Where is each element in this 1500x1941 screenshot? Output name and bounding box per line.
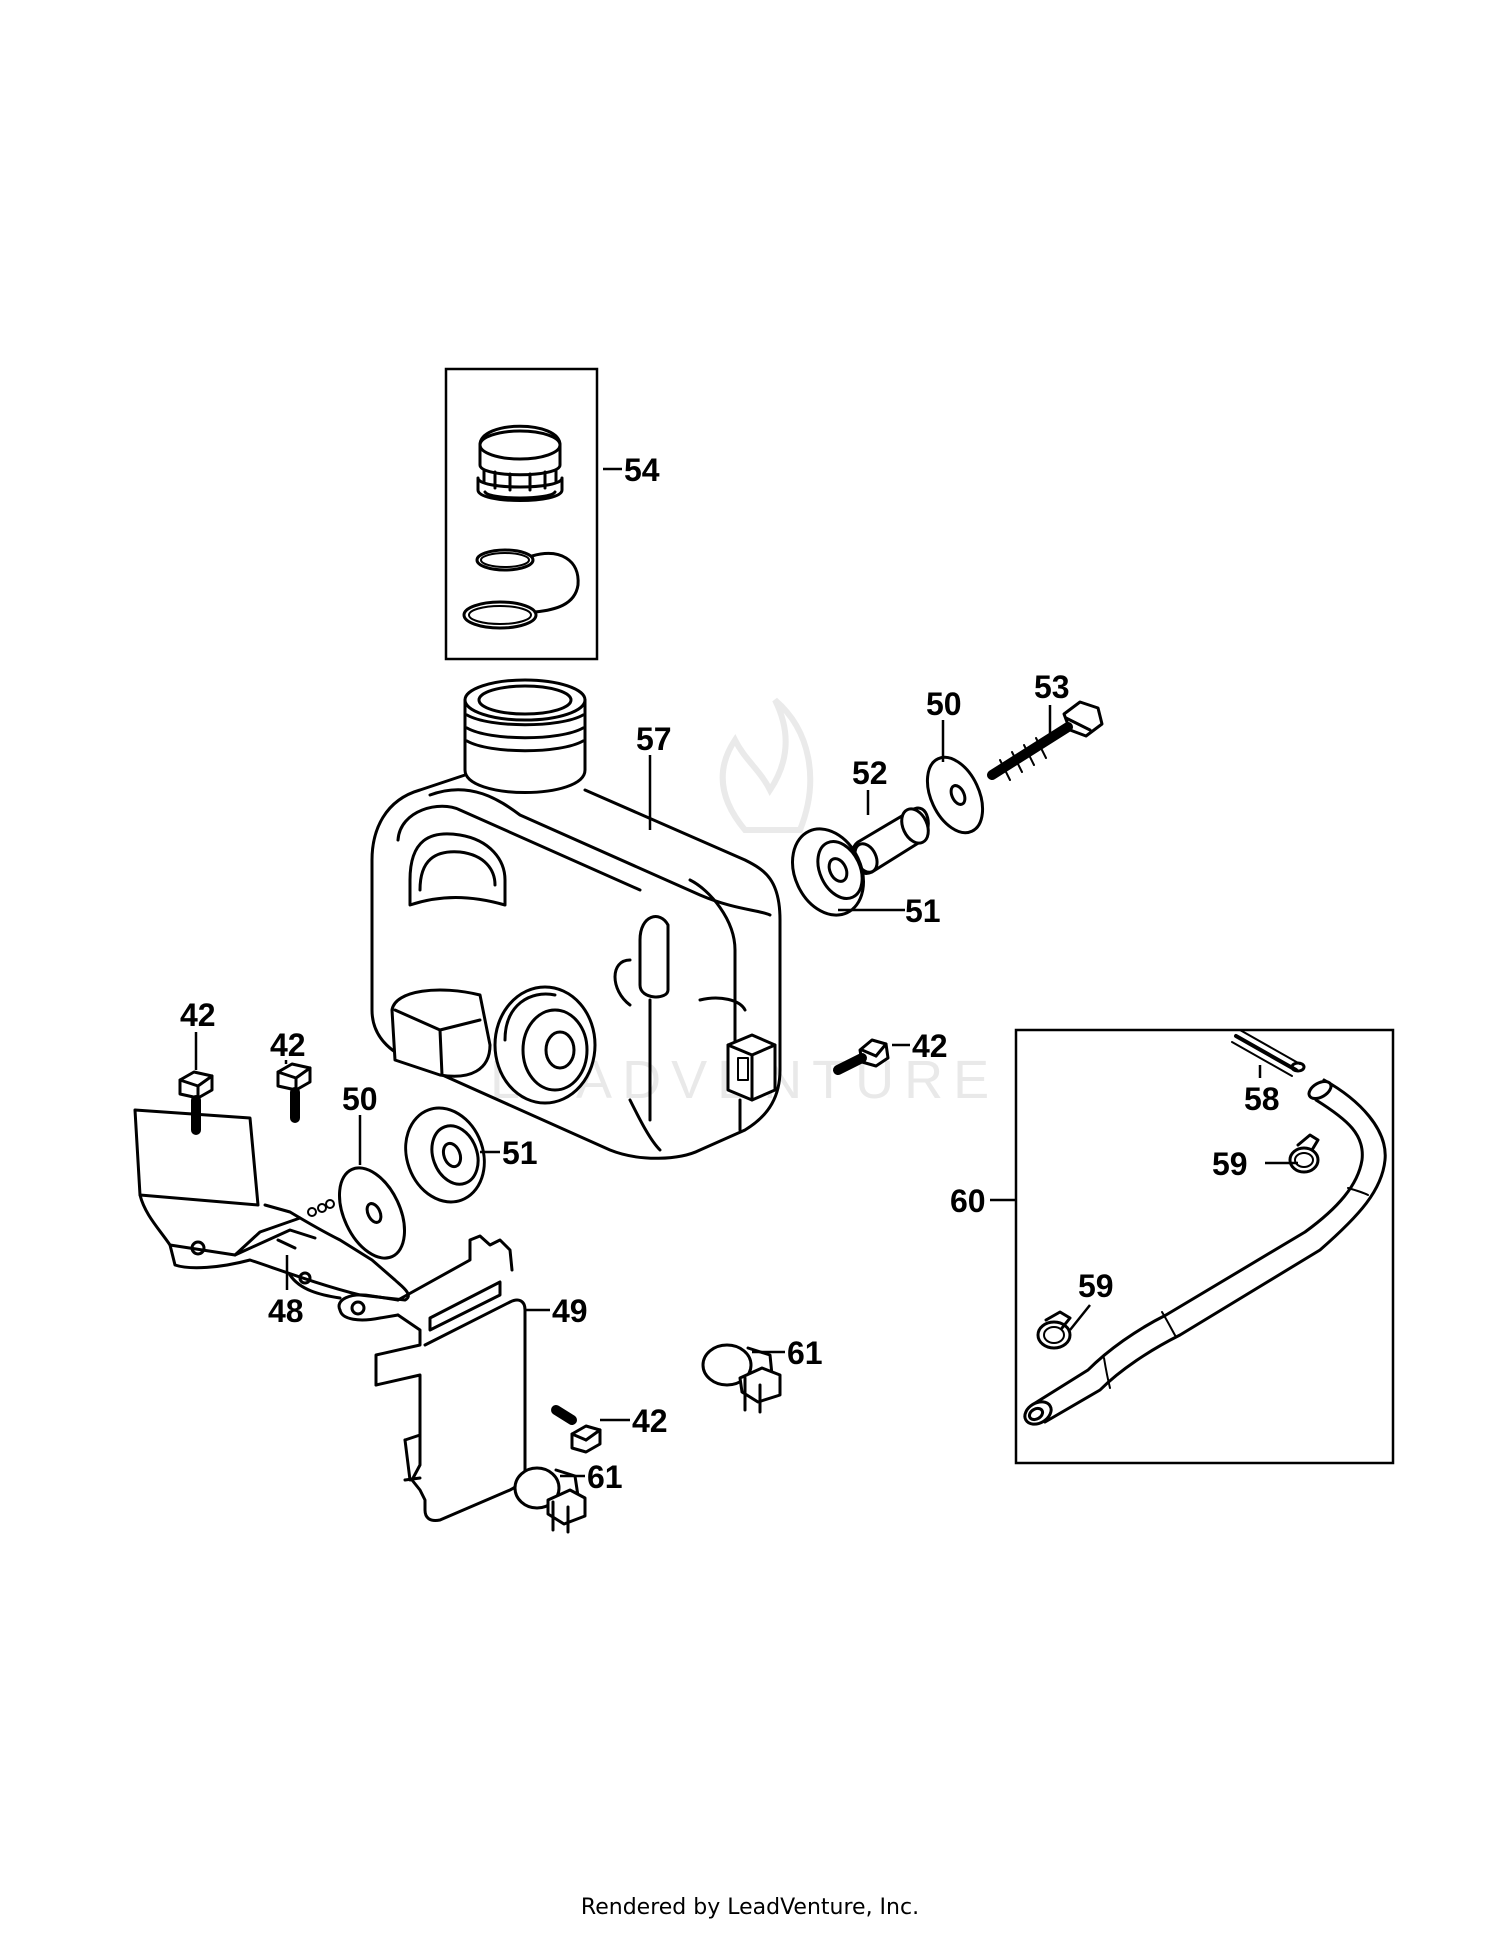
callout-labels: 54 57 53 50 52 51 42 42 42 50 51 48 49 6…: [180, 452, 1280, 1495]
callout-42-middle-left: 42: [270, 1027, 306, 1063]
part-60-kit-box: [1014, 1028, 1395, 1465]
footer-credit: Rendered by LeadVenture, Inc.: [580, 1895, 920, 1920]
hose-clamp-59-upper[interactable]: [1288, 1133, 1320, 1174]
clamp-61-upper[interactable]: [701, 1343, 782, 1414]
fuel-tank[interactable]: [370, 678, 782, 1160]
fuel-cap[interactable]: [476, 424, 564, 502]
callout-59-lower: 59: [1078, 1268, 1114, 1304]
bracket-48[interactable]: [133, 1108, 410, 1302]
callout-58: 58: [1244, 1081, 1280, 1117]
bolt-53[interactable]: [987, 700, 1104, 781]
screw-42-right[interactable]: [833, 1038, 890, 1075]
grommet-51-left[interactable]: [393, 1097, 497, 1213]
callout-42-right: 42: [912, 1028, 948, 1064]
callout-60: 60: [950, 1183, 986, 1219]
callout-61-upper: 61: [787, 1335, 823, 1371]
callout-57: 57: [636, 721, 672, 757]
callout-53: 53: [1034, 669, 1070, 705]
pin-58[interactable]: [1231, 1029, 1306, 1077]
callout-59-upper: 59: [1212, 1146, 1248, 1182]
callout-51-right: 51: [905, 893, 941, 929]
hose-clamp-59-lower[interactable]: [1036, 1310, 1072, 1350]
callout-42-bottom: 42: [632, 1403, 668, 1439]
cap-gaskets[interactable]: [462, 548, 580, 630]
callout-42-top-left: 42: [180, 997, 216, 1033]
callout-49: 49: [552, 1293, 588, 1329]
callout-50-right: 50: [926, 686, 962, 722]
spacer-sleeve-52[interactable]: [850, 805, 934, 876]
clamp-61-lower[interactable]: [513, 1466, 587, 1534]
callout-50-left: 50: [342, 1081, 378, 1117]
screw-42-top-left[interactable]: [178, 1070, 214, 1135]
screw-42-bottom[interactable]: [551, 1405, 602, 1454]
washer-50-left[interactable]: [326, 1158, 417, 1269]
fuel-hose-60[interactable]: [1021, 1078, 1387, 1429]
plate-49[interactable]: [337, 1234, 527, 1522]
callout-54: 54: [624, 452, 660, 488]
callout-51-left: 51: [502, 1135, 538, 1171]
part-54-kit-box: [444, 367, 599, 661]
leader-lines: [194, 467, 1298, 1478]
screw-42-middle-left[interactable]: [276, 1062, 312, 1123]
callout-61-lower: 61: [587, 1459, 623, 1495]
washer-50-right[interactable]: [916, 749, 993, 842]
callout-52: 52: [852, 755, 888, 791]
callout-48: 48: [268, 1293, 304, 1329]
grommet-51-right[interactable]: [779, 817, 877, 926]
